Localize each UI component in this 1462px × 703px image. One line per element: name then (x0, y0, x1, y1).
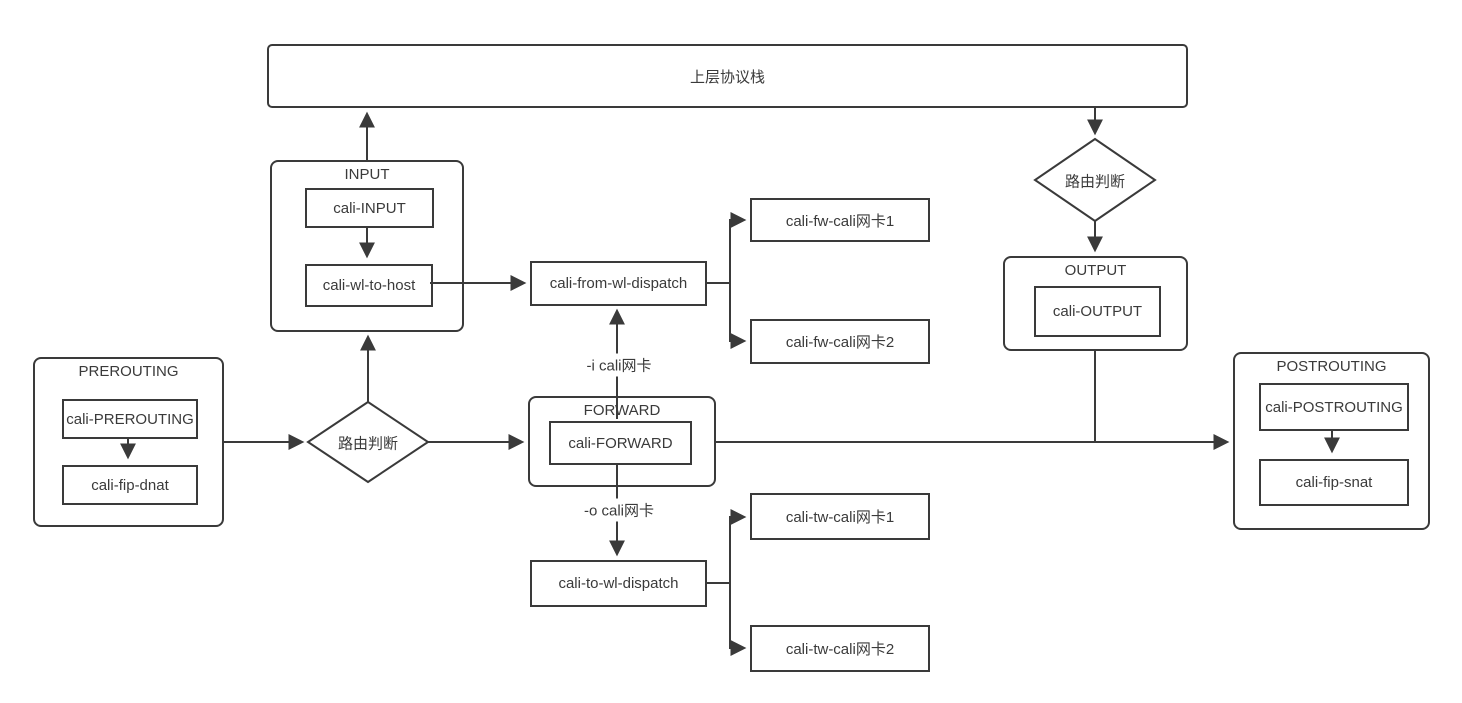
cali-tw-nic1-label: cali-tw-cali网卡1 (785, 509, 895, 526)
cali-fip-dnat-chain-node: cali-fip-dnat (62, 465, 198, 505)
cali-fw-nic1-label: cali-fw-cali网卡1 (785, 212, 895, 230)
cali-fip-dnat-chain-label: cali-fip-dnat (91, 476, 169, 494)
cali-prerouting-chain-node: cali-PREROUTING (62, 399, 198, 439)
forward-group-title: FORWARD (583, 402, 661, 419)
cali-forward-chain-label: cali-FORWARD (568, 434, 673, 452)
cali-from-wl-dispatch-node: cali-from-wl-dispatch (530, 261, 707, 306)
input-group-node: INPUT cali-INPUT cali-wl-to-host (270, 160, 464, 332)
cali-postrouting-chain-node: cali-POSTROUTING (1259, 383, 1409, 431)
cali-to-wl-dispatch-node: cali-to-wl-dispatch (530, 560, 707, 607)
cali-fip-snat-chain-label: cali-fip-snat (1295, 474, 1373, 491)
cali-from-wl-dispatch-label: cali-from-wl-dispatch (549, 275, 688, 292)
prerouting-group-node: PREROUTING cali-PREROUTING cali-fip-dnat (33, 357, 224, 527)
cali-tw-nic2-label: cali-tw-cali网卡2 (785, 641, 895, 658)
cali-wl-to-host-chain-node: cali-wl-to-host (305, 264, 433, 307)
cali-output-chain-label: cali-OUTPUT (1052, 303, 1143, 320)
cali-input-chain-label: cali-INPUT (333, 199, 406, 217)
cali-input-chain-node: cali-INPUT (305, 188, 434, 228)
cali-fw-nic2-node: cali-fw-cali网卡2 (750, 319, 930, 364)
cali-prerouting-chain-label: cali-PREROUTING (66, 410, 194, 428)
cali-wl-to-host-chain-label: cali-wl-to-host (322, 277, 416, 294)
cali-tw-nic1-node: cali-tw-cali网卡1 (750, 493, 930, 540)
output-group-title: OUTPUT (1064, 262, 1127, 279)
forward-group-node: FORWARD cali-FORWARD (528, 396, 716, 487)
cali-tw-nic2-node: cali-tw-cali网卡2 (750, 625, 930, 672)
cali-to-wl-dispatch-label: cali-to-wl-dispatch (558, 575, 679, 592)
output-group-node: OUTPUT cali-OUTPUT (1003, 256, 1188, 351)
cali-forward-chain-node: cali-FORWARD (549, 421, 692, 465)
cali-output-chain-node: cali-OUTPUT (1034, 286, 1161, 337)
cali-fw-nic1-node: cali-fw-cali网卡1 (750, 198, 930, 242)
postrouting-group-node: POSTROUTING cali-POSTROUTING cali-fip-sn… (1233, 352, 1430, 530)
protocol-stack-label: 上层协议栈 (689, 68, 765, 86)
cali-fip-snat-chain-node: cali-fip-snat (1259, 459, 1409, 506)
postrouting-group-title: POSTROUTING (1276, 358, 1387, 375)
cali-postrouting-chain-label: cali-POSTROUTING (1265, 398, 1403, 416)
prerouting-group-title: PREROUTING (78, 363, 179, 380)
protocol-stack-node: 上层协议栈 (267, 44, 1188, 108)
input-group-title: INPUT (344, 166, 390, 183)
cali-fw-nic2-label: cali-fw-cali网卡2 (785, 334, 895, 351)
